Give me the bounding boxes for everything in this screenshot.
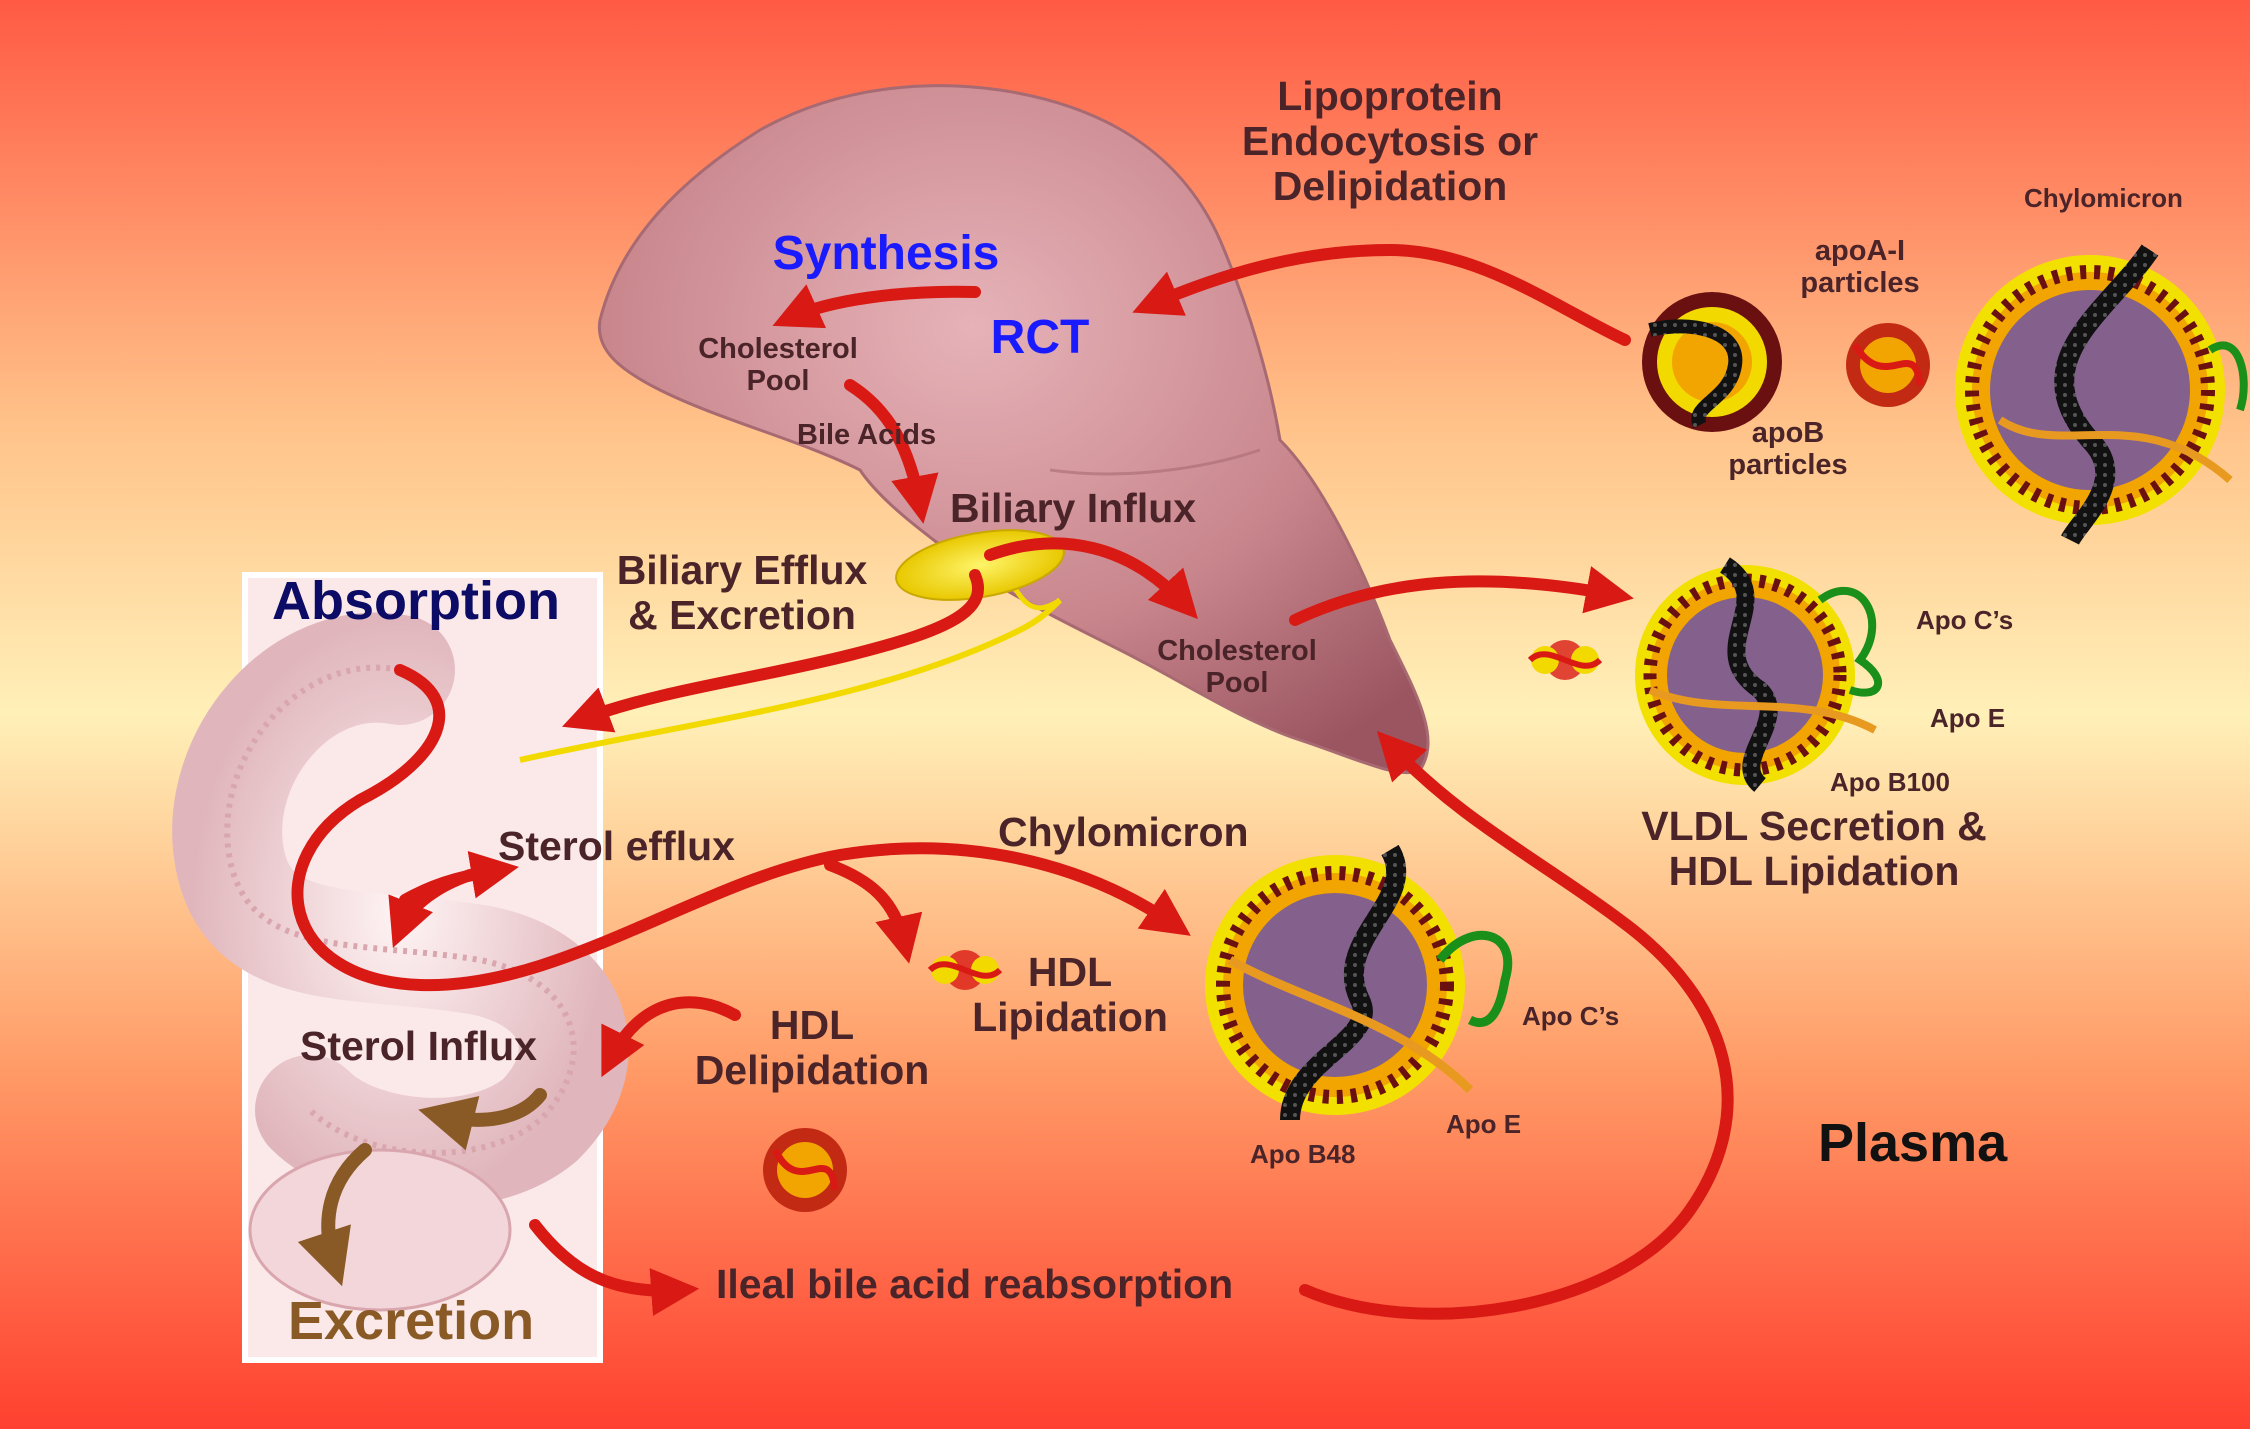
apob-particles-label: apoB particles [1728,417,1848,481]
arrow-synthesis-to-pool [772,284,981,329]
chylomicron-particle-center [1205,844,1513,1121]
vldl-particle [1635,557,1883,792]
arrow-biliary-influx [984,537,1198,620]
bile-acids-label: Bile Acids [797,419,937,451]
flow-arrows [291,243,1734,1320]
arrow-plasma-return [1299,730,1734,1320]
hdl-particle-small [1527,640,1603,680]
hdl-lipidation-label: HDL Lipidation [972,949,1168,1041]
apo-b48-label: Apo B48 [1250,1139,1356,1169]
synthesis-label: Synthesis [772,227,1000,280]
cholesterol-pool-top-label: Cholesterol Pool [698,333,858,397]
apoa1-particle [1846,323,1930,407]
arrow-vldl-secretion [1289,566,1634,626]
apoa1-particles-label: apoA-I particles [1800,235,1920,299]
arrow-chylomicron [291,664,1191,992]
apo-cs-center-label: Apo C’s [1522,1001,1620,1031]
liver-organ [597,84,1430,775]
hdl-particle-lipidation [927,950,1003,990]
apo-cs-vldl-label: Apo C’s [1916,605,2014,635]
absorption-label: Absorption [272,571,560,631]
arrow-ileal [529,1219,700,1316]
endocytosis-label: Lipoprotein Endocytosis or Delipidation [1241,73,1539,210]
chylomicron-center-label: Chylomicron [998,809,1249,855]
biliary-influx-label: Biliary Influx [950,485,1197,531]
hdl-particle-delipidation [763,1128,847,1212]
arrow-biliary-efflux [562,569,985,733]
apo-b100-label: Apo B100 [1830,767,1950,797]
rct-label: RCT [990,311,1090,364]
arrow-bile-acids [844,379,939,524]
plasma-label: Plasma [1818,1113,2008,1173]
apo-e-vldl-label: Apo E [1930,703,2006,733]
vldl-secretion-label: VLDL Secretion & HDL Lipidation [1641,803,1987,895]
apo-e-center-label: Apo E [1446,1109,1522,1139]
chylomicron-top-label: Chylomicron [2024,183,2183,213]
arrow-endocytosis [1132,243,1631,346]
chylomicron-particle-top [1955,244,2248,546]
arrow-hdl-delipidation [601,996,741,1078]
cholesterol-pool-bottom-label: Cholesterol Pool [1157,635,1317,699]
sterol-influx-label: Sterol Influx [300,1023,537,1069]
apob-particle [1642,292,1782,432]
arrow-to-hdl-lipidation [824,859,923,964]
excretion-arrows [297,1088,547,1287]
arrow-sterol-efflux-back [388,869,476,948]
excretion-label: Excretion [288,1291,535,1351]
biliary-efflux-label: Biliary Efflux & Excretion [616,547,868,639]
hdl-delipidation-label: HDL Delipidation [694,1002,930,1094]
ileal-reabsorption-label: Ileal bile acid reabsorption [716,1261,1234,1307]
sterol-efflux-label: Sterol efflux [498,823,735,869]
